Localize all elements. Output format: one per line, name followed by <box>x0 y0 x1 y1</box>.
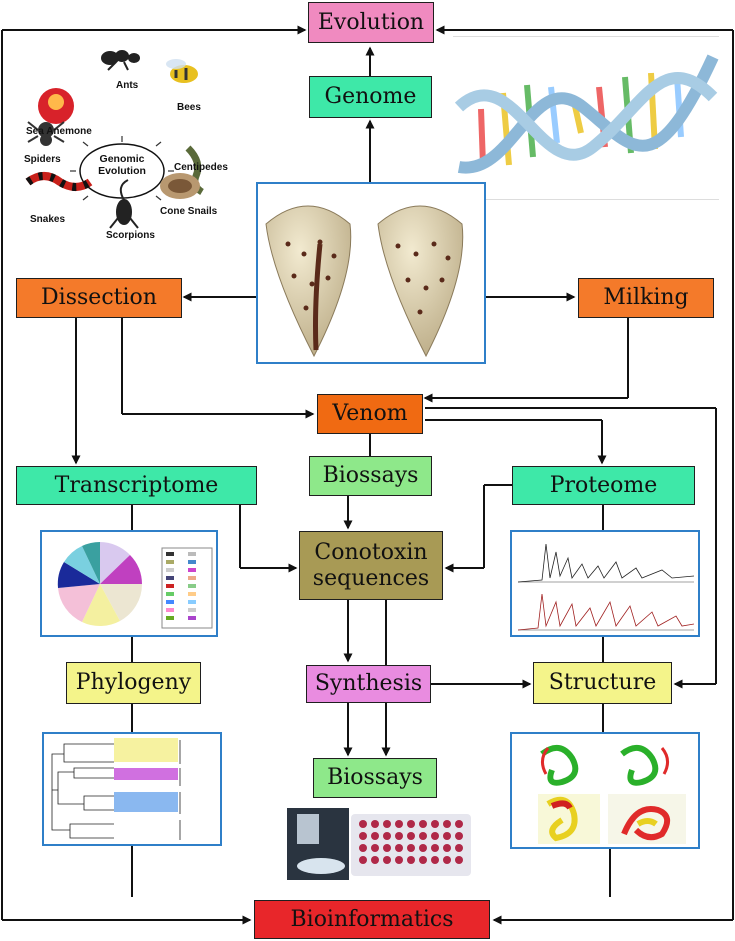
biossays-top-node[interactable]: Biossays <box>309 456 432 496</box>
bioassay-photos <box>287 808 471 880</box>
label-spiders: Spiders <box>24 154 61 165</box>
evolution-node[interactable]: Evolution <box>308 2 434 43</box>
venom-node[interactable]: Venom <box>317 394 423 434</box>
spider-icon <box>27 121 65 146</box>
sea-anemone-icon <box>38 88 74 124</box>
bee-icon <box>166 59 198 83</box>
proteome-node[interactable]: Proteome <box>512 466 695 505</box>
genomic-evolution-center-label: Genomic Evolution <box>98 153 146 177</box>
structure-node[interactable]: Structure <box>533 662 672 704</box>
synthesis-node[interactable]: Synthesis <box>306 665 431 703</box>
biossays-bottom-node[interactable]: Biossays <box>313 758 437 798</box>
conotoxin-sequences-node[interactable]: Conotoxin sequences <box>299 531 443 600</box>
milking-node[interactable]: Milking <box>578 278 714 318</box>
snake-icon <box>25 172 93 191</box>
label-sea-anemone: Sea Anemone <box>26 126 92 137</box>
ant-icon <box>101 50 140 71</box>
genomic-evolution-panel: Genomic Evolution Ants Bees Sea Anemone … <box>16 36 230 242</box>
phylogeny-node[interactable]: Phylogeny <box>66 662 201 704</box>
scorpion-icon <box>109 179 139 229</box>
phylogenetic-tree-icon <box>51 738 181 840</box>
cone-snail-icon <box>160 173 200 199</box>
label-snakes: Snakes <box>30 214 66 225</box>
transcriptome-pie-panel <box>40 530 218 637</box>
bioinformatics-node[interactable]: Bioinformatics <box>254 900 490 939</box>
genome-node[interactable]: Genome <box>309 76 432 118</box>
proteome-spectrum-panel <box>510 530 700 637</box>
pie-chart-icon <box>57 541 213 629</box>
dna-illustration <box>453 36 719 200</box>
cone-shell-panel <box>256 182 486 364</box>
label-cone-snails: Cone Snails <box>160 206 218 217</box>
label-scorpions: Scorpions <box>106 230 155 241</box>
phylogeny-tree-panel <box>42 732 222 846</box>
genomic-evolution-arrows-icon <box>25 50 204 229</box>
label-centipedes: Centipedes <box>174 162 228 173</box>
dissection-node[interactable]: Dissection <box>16 278 182 318</box>
mass-spectrum-icon <box>517 543 695 631</box>
microscope-and-plate-icon <box>287 808 471 880</box>
label-ants: Ants <box>116 80 139 91</box>
dna-helix-icon <box>454 54 719 174</box>
label-bees: Bees <box>177 102 201 113</box>
peptide-structure-panel <box>510 732 700 849</box>
cone-shell-icon <box>265 205 464 358</box>
peptide-structure-icon <box>538 745 686 844</box>
transcriptome-node[interactable]: Transcriptome <box>16 466 257 505</box>
